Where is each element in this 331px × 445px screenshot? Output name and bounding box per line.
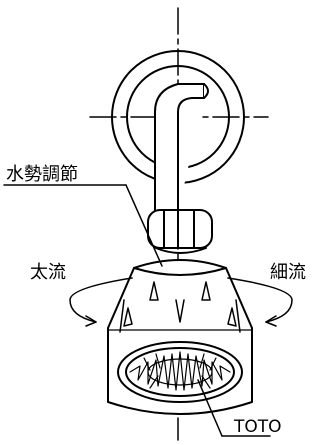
rotation-arrow <box>69 277 293 327</box>
flow-adjust-label: 水勢調節 <box>6 164 78 185</box>
leader-lines <box>3 184 271 437</box>
spray-face <box>117 341 243 403</box>
fine-flow-label: 細流 <box>270 262 306 283</box>
ball-joint-nut <box>147 209 213 254</box>
arm-pipe <box>154 83 209 213</box>
strong-flow-label: 太流 <box>30 262 66 283</box>
brand-label: TOTO <box>233 417 282 437</box>
